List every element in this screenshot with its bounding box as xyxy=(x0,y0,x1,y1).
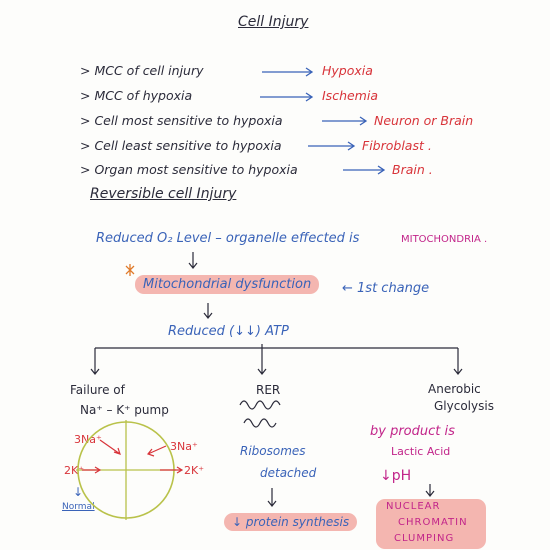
fact-right: Neuron or Brain xyxy=(374,113,474,128)
chromatin-clumping-box xyxy=(376,499,486,549)
fact-prefix: > xyxy=(80,162,95,177)
fact-arrow xyxy=(308,141,356,151)
branch-tree xyxy=(90,344,463,375)
down-arrow xyxy=(203,303,213,319)
mitochondrial-dysfunction-box: Mitochondrial dysfunction xyxy=(135,275,320,294)
rer-title: RER xyxy=(256,383,281,397)
fact-left: Cell least sensitive to hypoxia xyxy=(94,138,282,153)
fact-right: Brain . xyxy=(392,162,433,177)
fact-left: MCC of hypoxia xyxy=(94,88,193,103)
fact-arrow xyxy=(262,67,314,77)
na-right-label: 3Na⁺ xyxy=(170,440,198,453)
star-mark-icon xyxy=(125,264,135,276)
glycolysis-title-line1: Anerobic xyxy=(428,382,481,396)
reduced-o2-text: Reduced O₂ Level – organelle effected is xyxy=(96,231,360,246)
fact-prefix: > xyxy=(80,88,95,103)
ribosomes-line2: detached xyxy=(260,466,317,480)
reduced-atp-text: Reduced (↓↓) ATP xyxy=(168,324,289,339)
fact-prefix: > xyxy=(80,63,95,78)
ribosomes-line1: Ribosomes xyxy=(240,444,306,458)
ph-label: ↓pH xyxy=(380,468,412,484)
page-title: Cell Injury xyxy=(238,14,309,30)
fact-right: Fibroblast . xyxy=(362,138,432,153)
fact-left: Organ most sensitive to hypoxia xyxy=(94,162,298,177)
k-right-label: 2K⁺ xyxy=(184,464,205,477)
down-arrow xyxy=(425,484,435,497)
k-down-arrow: ↓ xyxy=(73,485,84,499)
section-heading: Reversible cell Injury xyxy=(90,186,237,202)
fact-left: MCC of cell injury xyxy=(94,63,204,78)
glycolysis-title-line2: Glycolysis xyxy=(434,399,494,413)
protein-synthesis-box: ↓ protein synthesis xyxy=(224,513,358,531)
ion-arrows xyxy=(82,439,184,474)
na-left-label: 3Na⁺ xyxy=(74,433,102,446)
fact-prefix: > xyxy=(80,113,95,128)
fact-arrow xyxy=(343,165,386,175)
rer-squiggle-icon xyxy=(239,400,281,428)
byproduct-line2: Lactic Acid xyxy=(391,445,451,458)
fact-arrow xyxy=(260,92,314,102)
organelle-label: MITOCHONDRIA . xyxy=(401,234,488,245)
result-line3: CLUMPING xyxy=(394,533,455,544)
byproduct-line1: by product is xyxy=(370,424,455,439)
down-arrow xyxy=(267,488,277,507)
down-arrow xyxy=(188,252,198,269)
fact-arrow xyxy=(322,116,368,126)
fact-right: Ischemia xyxy=(322,88,378,103)
k-out-arrow xyxy=(160,466,184,474)
fact-left: Cell most sensitive to hypoxia xyxy=(94,113,283,128)
fact-row: > Cell least sensitive to hypoxia xyxy=(80,138,282,153)
pump-title-line1: Failure of xyxy=(70,383,125,397)
na-in-arrow xyxy=(99,439,121,455)
fact-right: Hypoxia xyxy=(322,63,373,78)
na-out-arrow xyxy=(146,445,167,457)
k-in-arrow xyxy=(82,466,102,474)
fact-row: > Organ most sensitive to hypoxia xyxy=(80,162,298,177)
pump-title-line2: Na⁺ – K⁺ pump xyxy=(80,403,169,417)
k-left-label: 2K⁺ xyxy=(64,464,85,477)
result-line2: CHROMATIN xyxy=(398,517,468,528)
fact-row: > MCC of hypoxia xyxy=(80,88,192,103)
down-arrows xyxy=(188,252,213,319)
first-change-note: ← 1st change xyxy=(342,281,430,296)
fact-row: > Cell most sensitive to hypoxia xyxy=(80,113,283,128)
result-line1: NUCLEAR xyxy=(386,501,441,512)
fact-row: > MCC of cell injury xyxy=(80,63,204,78)
fact-prefix: > xyxy=(80,138,95,153)
list-arrows xyxy=(260,67,386,175)
normal-label: Normal xyxy=(62,502,95,512)
